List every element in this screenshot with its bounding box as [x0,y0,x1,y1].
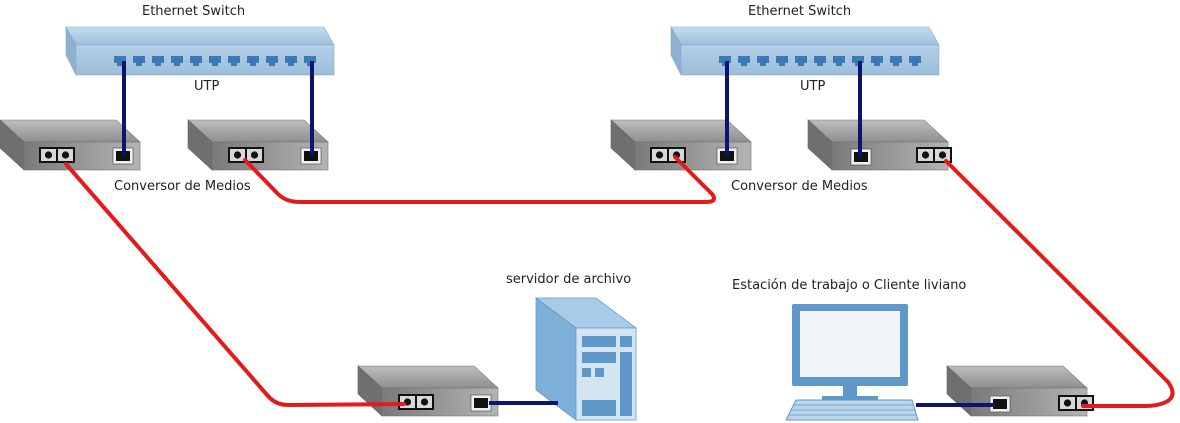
file-server-label: servidor de archivo [506,272,632,287]
workstation-icon [785,304,919,421]
media-converter-server [357,365,499,417]
media-converter-1 [0,119,141,171]
media-converter-4 [807,119,952,171]
converter-right-label: Conversor de Medios [731,179,868,194]
converter-left-label: Conversor de Medios [114,179,251,194]
file-server-icon [534,297,638,421]
utp-right-label: UTP [800,79,826,94]
switch-left-label: Ethernet Switch [142,4,246,19]
utp-left-label: UTP [194,79,220,94]
media-converter-2 [187,119,329,171]
workstation-label: Estación de trabajo o Cliente liviano [732,278,967,293]
ethernet-switch-right [670,26,940,76]
utp-cables [122,61,995,407]
switch-right-label: Ethernet Switch [748,4,852,19]
media-converter-workstation [946,365,1094,417]
ethernet-switch-left [65,26,335,76]
fiber-cables [64,155,1175,408]
